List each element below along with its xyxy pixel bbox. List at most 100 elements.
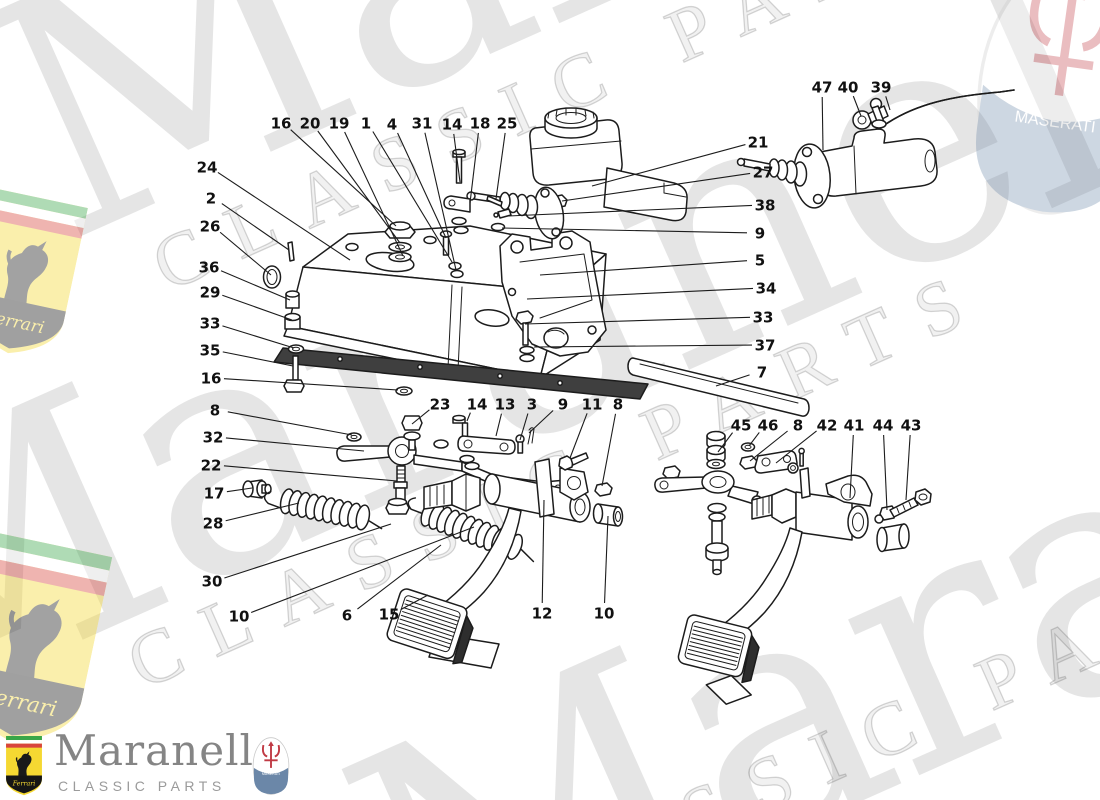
leader-line-14	[466, 412, 471, 422]
part-number-33: 33	[753, 309, 774, 327]
leader-line-30	[224, 523, 392, 579]
leader-line-18	[469, 132, 479, 204]
part-number-17: 17	[204, 485, 225, 503]
return-spring-upper	[263, 488, 383, 531]
leader-line-28	[225, 502, 300, 522]
leader-line-47	[821, 96, 824, 151]
leader-line-7	[715, 374, 750, 387]
part-number-11: 11	[582, 396, 603, 414]
leader-line-8	[227, 411, 353, 436]
leader-line-23	[411, 409, 430, 425]
clutch-pedal-assembly	[346, 414, 624, 669]
part-number-47: 47	[812, 79, 833, 97]
leader-line-26	[219, 231, 272, 276]
leader-line-35	[222, 351, 294, 367]
leader-line-12	[541, 499, 545, 604]
cover-gasket	[273, 347, 649, 400]
part-number-14: 14	[442, 116, 463, 134]
leader-line-3	[519, 413, 529, 441]
leader-line-41	[849, 434, 854, 499]
part-number-13: 13	[495, 396, 516, 414]
footer-brand-tagline: CLASSIC PARTS	[58, 778, 226, 794]
leader-line-13	[495, 413, 503, 437]
part-number-33: 33	[200, 315, 221, 333]
part-number-9: 9	[755, 225, 765, 243]
leader-line-9	[528, 410, 554, 434]
part-number-20: 20	[300, 115, 321, 133]
leader-line-34	[526, 287, 754, 300]
leader-line-25	[495, 132, 506, 200]
part-number-46: 46	[758, 417, 779, 435]
part-number-8: 8	[613, 396, 623, 414]
part-number-38: 38	[755, 197, 776, 215]
maranello-classic-parts-logo: Ferrari Maranello CLASSIC PARTS MASERATI	[0, 726, 340, 800]
part-number-10: 10	[594, 605, 615, 623]
leader-line-31	[424, 132, 457, 271]
clutch-master-cylinder	[736, 89, 1015, 209]
part-number-31: 31	[412, 115, 433, 133]
part-number-44: 44	[873, 417, 894, 435]
leader-line-24	[217, 171, 351, 261]
leader-line-9	[501, 227, 748, 234]
leader-line-29	[222, 294, 293, 321]
part-number-26: 26	[200, 218, 221, 236]
part-number-34: 34	[756, 280, 777, 298]
footer-brand-name: Maranello	[54, 726, 281, 775]
leader-line-6	[357, 544, 442, 610]
leader-line-22	[223, 465, 398, 482]
leader-line-33	[222, 325, 295, 349]
part-number-19: 19	[329, 115, 350, 133]
part-number-16: 16	[201, 370, 222, 388]
leader-line-11	[569, 413, 588, 459]
part-number-28: 28	[203, 515, 224, 533]
leader-line-44	[883, 434, 888, 511]
leader-line-40	[852, 95, 862, 117]
maserati-badge: MASERATI	[252, 737, 290, 795]
leader-line-5	[539, 260, 748, 276]
part-number-8: 8	[210, 402, 220, 420]
part-number-18: 18	[470, 115, 491, 133]
part-number-41: 41	[844, 417, 865, 435]
leader-line-43	[905, 434, 911, 501]
brake-master-cylinder	[443, 107, 688, 240]
part-number-25: 25	[497, 115, 518, 133]
part-number-23: 23	[430, 396, 451, 414]
leader-line-4	[397, 132, 447, 239]
leader-line-16	[223, 378, 399, 391]
part-number-14: 14	[467, 396, 488, 414]
part-number-32: 32	[203, 429, 224, 447]
part-number-27: 27	[753, 164, 774, 182]
leader-line-36	[220, 270, 291, 301]
ferrari-badge-text: Ferrari	[12, 780, 35, 787]
part-number-29: 29	[200, 284, 221, 302]
leader-line-10	[250, 526, 475, 613]
leader-line-16	[290, 129, 397, 227]
leader-line-45	[717, 432, 734, 453]
leader-line-33	[524, 316, 751, 325]
part-number-43: 43	[901, 417, 922, 435]
pedal-link-rod	[627, 357, 810, 417]
part-number-30: 30	[202, 573, 223, 591]
leader-line-27	[561, 172, 751, 202]
leader-line-2	[221, 203, 290, 251]
leader-line-17	[226, 487, 253, 493]
part-number-45: 45	[731, 417, 752, 435]
part-number-42: 42	[817, 417, 838, 435]
part-number-22: 22	[201, 457, 222, 475]
part-number-35: 35	[200, 342, 221, 360]
part-number-9: 9	[558, 396, 568, 414]
leader-line-19	[344, 131, 404, 257]
part-number-4: 4	[387, 116, 397, 134]
part-number-3: 3	[527, 396, 537, 414]
part-number-36: 36	[199, 259, 220, 277]
part-number-5: 5	[755, 252, 765, 270]
part-number-1: 1	[361, 115, 371, 133]
part-number-39: 39	[871, 79, 892, 97]
part-number-10: 10	[229, 608, 250, 626]
brake-pedal-assembly	[654, 430, 932, 705]
leader-line-39	[885, 96, 891, 111]
leader-line-42	[775, 430, 817, 464]
part-number-24: 24	[197, 159, 218, 177]
leader-line-46	[748, 432, 760, 447]
